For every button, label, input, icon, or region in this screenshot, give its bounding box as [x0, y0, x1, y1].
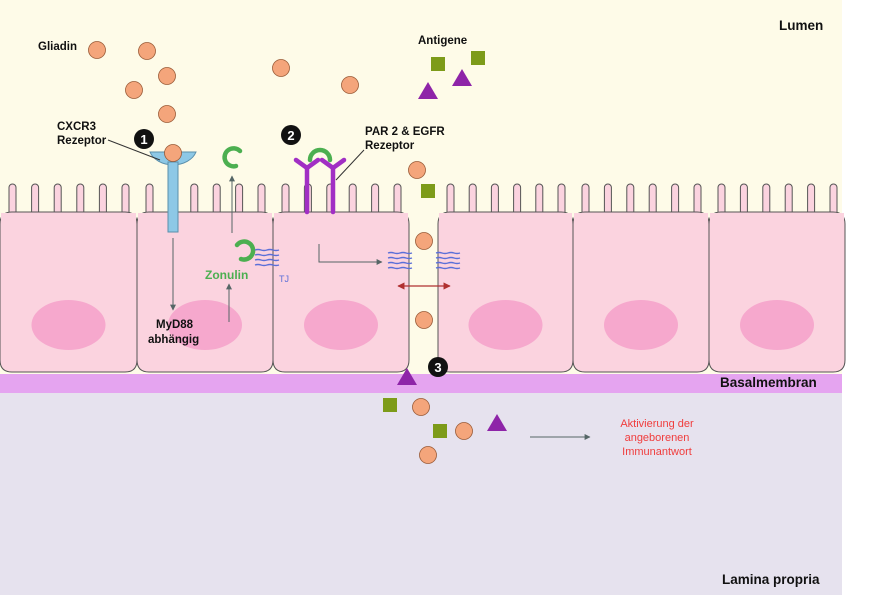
gliadin-particle [415, 232, 433, 250]
tj-label: TJ [279, 274, 289, 284]
epithelial-cell [136, 183, 274, 373]
immune-label-line2: angeborenen [625, 432, 690, 444]
cell-body-fill [138, 213, 272, 223]
basalmembran-label: Basalmembran [720, 375, 817, 390]
gliadin-particle [158, 105, 176, 123]
gliadin-particle [412, 398, 430, 416]
step-number-2: 2 [287, 128, 294, 143]
gliadin-particle [272, 59, 290, 77]
gliadin-particle [88, 41, 106, 59]
gliadin-particle [125, 81, 143, 99]
gliadin-particle [419, 446, 437, 464]
cell-body-fill [574, 213, 708, 223]
gliadin-particle [138, 42, 156, 60]
step-marker-2: 2 [281, 125, 301, 145]
cell-nucleus [31, 300, 106, 350]
cell-nucleus [168, 300, 242, 350]
antigen-square [471, 51, 485, 65]
cell-body-fill [710, 213, 844, 223]
antigen-particles [383, 51, 507, 438]
cell-body-fill [1, 213, 136, 223]
epithelial-cell [0, 183, 138, 373]
gliadin-particle [415, 311, 433, 329]
antigen-triangle [418, 82, 438, 99]
epithelial-cell [572, 183, 710, 373]
cell-nucleus [604, 300, 678, 350]
antigen-square [421, 184, 435, 198]
immune-label-line3: Immunantwort [622, 446, 692, 458]
cxcr3-label-line1: CXCR3 [57, 121, 96, 133]
antigen-square [383, 398, 397, 412]
gliadin-particle [158, 67, 176, 85]
basal-membrane [0, 374, 842, 393]
step-number-1: 1 [140, 132, 147, 147]
par2-egfr-receptor [293, 157, 347, 215]
lamina-propria-region [0, 393, 842, 595]
lumen-label: Lumen [779, 18, 823, 33]
lamina-propria-label: Lamina propria [722, 572, 820, 587]
cell-body-fill [274, 213, 408, 223]
step-marker-1: 1 [134, 129, 154, 149]
immune-label-line1: Aktivierung der [620, 418, 694, 430]
cxcr3-label-line2: Rezeptor [57, 135, 107, 147]
cell-nucleus [740, 300, 814, 350]
pointer-lines [107, 139, 365, 181]
antigen-triangle [397, 368, 417, 385]
antigen-square [433, 424, 447, 438]
gliadin-particles [88, 41, 473, 464]
par2-label-line1: PAR 2 & EGFR [365, 126, 445, 138]
step-marker-3: 3 [428, 357, 448, 377]
gliadin-particle [408, 161, 426, 179]
zonulin-molecules [222, 146, 333, 262]
epithelial-cells [0, 183, 846, 373]
zonulin-label: Zonulin [205, 268, 248, 282]
gliadin-label: Gliadin [38, 41, 77, 53]
antigene-label: Antigene [418, 35, 467, 47]
cell-nucleus [304, 300, 378, 350]
epithelial-cell [272, 183, 410, 373]
gliadin-particle [341, 76, 359, 94]
epithelial-cell [437, 183, 574, 373]
cell-body-fill [439, 213, 572, 223]
antigen-triangle [452, 69, 472, 86]
myd88-label-line1: MyD88 [156, 319, 194, 331]
gliadin-particle [455, 422, 473, 440]
step-number-3: 3 [434, 360, 441, 375]
par2-label-line2: Rezeptor [365, 140, 415, 152]
antigen-triangle [487, 414, 507, 431]
myd88-label-line2: abhängig [148, 334, 199, 346]
antigen-square [431, 57, 445, 71]
cell-nucleus [468, 300, 543, 350]
signal-arrows [170, 175, 591, 440]
epithelial-cell [708, 183, 846, 373]
gliadin-particle [164, 144, 182, 162]
